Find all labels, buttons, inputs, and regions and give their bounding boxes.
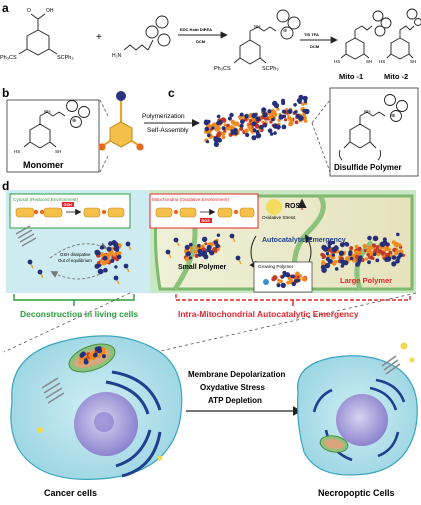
zoom-line-c-bottom (312, 123, 330, 172)
polymer-fiber-c (204, 95, 310, 147)
atom-sh-1: SH (366, 59, 372, 64)
zoom-line-b-bottom (100, 156, 108, 172)
polymer-charge: ⊕ (391, 113, 395, 119)
atom-sh-2: SH (410, 59, 416, 64)
solvent-2: DCM (310, 44, 320, 49)
blebbing-vesicle-1 (401, 343, 408, 350)
nucleolus-cancer (94, 412, 114, 432)
panel-c: c Polymerization Self-Assembly NH ⊕ Disu… (142, 86, 418, 176)
bottom-cells: Cancer cells Membrane Depolarization Oxy… (4, 293, 417, 498)
zoom-line-c-top (312, 100, 330, 123)
atom-nh-1: NH (254, 24, 261, 29)
self-assembly-label: Self-Assembly (147, 127, 189, 134)
monomer-hs: HS (14, 149, 20, 154)
gsh-badge-text: GSH (64, 203, 72, 207)
atom-hs-1: HS (334, 59, 340, 64)
large-polymer-label: Large Polymer (340, 276, 392, 285)
small-polymer-label: Small Polymer (178, 264, 227, 271)
cytosol-title: Cytosol (Reduced Environment) (13, 197, 79, 202)
atom-oh: OH (46, 8, 54, 14)
panel-a: a O OH Ph₃CS SCPh₃ + H₂N EDC Hobt DIPEA … (0, 1, 421, 81)
thiol-bead-left (98, 143, 105, 150)
effect-1: Membrane Depolarization (188, 370, 285, 379)
effect-2: Oxydative Stress (200, 383, 265, 392)
reactant-benzoic-acid (19, 14, 57, 55)
necroptotic-cells-label: Necropoptic Cells (318, 488, 395, 498)
zoom-line-b-top (100, 100, 108, 116)
mito-1-structure (341, 11, 391, 59)
panel-letter-a: a (2, 1, 9, 15)
disulfide-polymer-label: Disulfide Polymer (334, 163, 402, 172)
growing-polymer-label: Growing Polymer (258, 264, 294, 269)
charge-1: ⊕ (283, 28, 287, 34)
panel-letter-c: c (168, 86, 175, 100)
growing-monomer-bead (263, 279, 269, 285)
mito-2-structure (387, 9, 421, 59)
gsh-note-2: Out of equilibrium (58, 258, 92, 263)
ros-badge-text: ROS (202, 219, 211, 223)
atom-h2n: H₂N (112, 53, 122, 59)
thiol-bead-right (136, 143, 143, 150)
reactant-tpp-amine (124, 16, 170, 50)
group-left-2: Ph₃CS (214, 66, 231, 72)
polymer-nh: NH (364, 109, 371, 114)
effect-3: ATP Depletion (208, 396, 262, 405)
gsh-note-1: GSH dissipative (60, 252, 91, 257)
blebbing-vesicle-2 (410, 358, 415, 363)
oxidative-stress-glow (266, 199, 282, 215)
panel-d: d Cytosol (Reduced Environment) GSH Mito… (2, 179, 416, 319)
group-right-2: SCPh₃ (262, 66, 279, 72)
intermediate-amide (234, 10, 300, 64)
plus-sign: + (96, 32, 102, 43)
monomer-sh: SH (55, 149, 61, 154)
monomer-label: Monomer (23, 160, 64, 170)
vesicle-1 (37, 427, 43, 433)
intra-mito-label: Intra-Mitochondrial Autocatalytic Emerge… (178, 309, 359, 319)
red-bracket (176, 294, 410, 300)
monomer-cartoon (98, 91, 143, 151)
zoom-line-cell-right (156, 293, 416, 352)
panel-b: b NH ⊕ HS SH Monomer (2, 86, 144, 172)
atom-hs-2: HS (379, 59, 385, 64)
polymerization-label: Polymerization (142, 113, 185, 120)
green-bracket (14, 294, 134, 300)
panel-letter-b: b (2, 86, 9, 100)
tpp-bead (116, 91, 126, 101)
ros-label: ROS (285, 203, 301, 210)
solvent-1: DCM (196, 39, 206, 44)
reagents-1: EDC Hobt DIPEA (180, 27, 212, 32)
reagents-2: TIS TFA (304, 32, 319, 37)
product-mito-2: Mito -2 (384, 72, 408, 81)
group-left: Ph₃CS (0, 55, 17, 61)
monomer-charge: ⊕ (72, 118, 76, 124)
nucleus-necroptotic (336, 394, 388, 446)
oxidative-stress-label: Oxidative Stress (262, 215, 296, 220)
product-mito-1: Mito -1 (339, 72, 363, 81)
group-right: SCPh₃ (57, 55, 74, 61)
atom-o: O (27, 8, 31, 14)
vesicle-2 (158, 456, 163, 461)
deconstruction-label: Deconstruction in living cells (20, 309, 138, 319)
monomer-nh: NH (44, 109, 51, 114)
mito-title: Mitochondria (Oxidative Environment) (152, 197, 229, 202)
cancer-cells-label: Cancer cells (44, 488, 97, 498)
